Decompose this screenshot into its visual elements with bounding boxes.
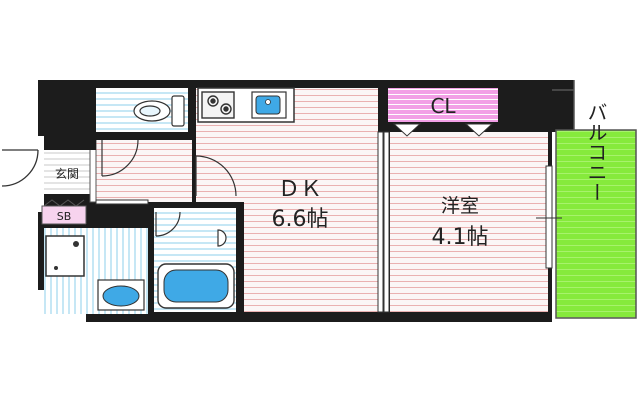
dk-name-label: ＤＫ — [278, 177, 322, 202]
interior-walls — [44, 88, 552, 312]
entrance-label: 玄関 — [55, 166, 79, 181]
front-door-icon — [1, 149, 39, 187]
toilet-icon — [133, 95, 185, 127]
closet-doors-icon — [392, 123, 494, 137]
closet-label: CL — [430, 94, 456, 118]
shoebox-label: SB — [57, 210, 72, 223]
bathtub-icon — [157, 263, 235, 309]
washbasin-icon — [97, 279, 145, 311]
sliding-partitions — [95, 131, 553, 313]
western-room — [390, 132, 548, 312]
hallway — [96, 140, 192, 202]
shower-icon — [217, 229, 227, 247]
balcony-label: バルコニー — [584, 102, 608, 202]
stove-icon — [201, 91, 235, 119]
closet — [388, 88, 498, 122]
shoebox — [41, 205, 87, 225]
western-size-label: 4.1帖 — [432, 225, 489, 250]
entrance — [44, 150, 90, 194]
door-swings-icon — [101, 139, 237, 237]
dk-size-label: 6.6帖 — [272, 207, 329, 232]
shoebox-marks-icon — [43, 199, 85, 207]
kitchen-sink-icon — [251, 91, 287, 119]
western-name-label: 洋室 — [441, 195, 479, 217]
balcony — [552, 80, 637, 319]
washer-pan-icon — [45, 235, 85, 277]
